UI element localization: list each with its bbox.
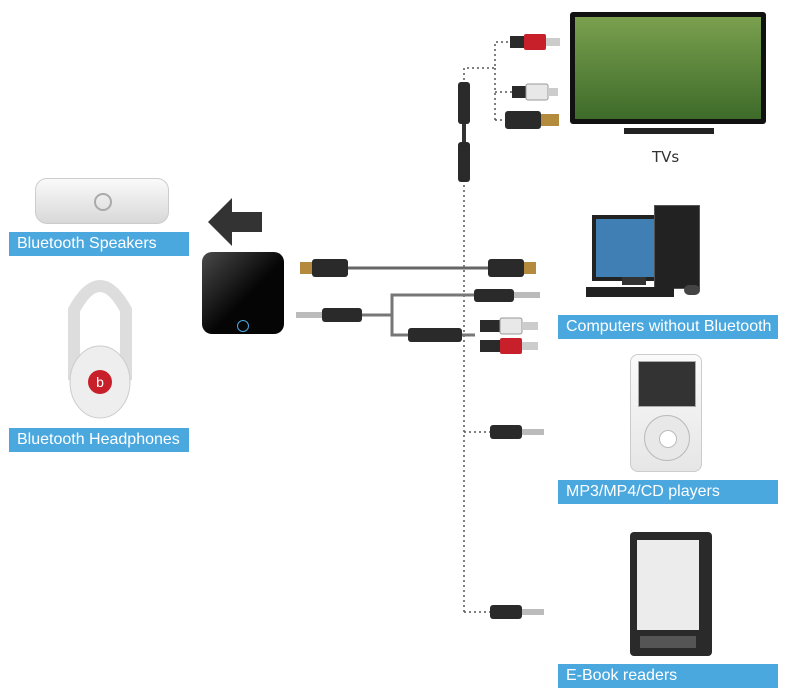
tv-stand <box>624 128 714 134</box>
speaker-button-icon <box>94 193 112 211</box>
svg-text:b: b <box>96 374 104 390</box>
ebook-reader-image <box>630 532 712 656</box>
tv-screen <box>575 17 761 119</box>
tv-aux-plug <box>458 82 470 182</box>
click-wheel <box>644 415 690 461</box>
bluetooth-speaker-image <box>35 178 169 224</box>
tvs-caption: TVs <box>652 148 680 166</box>
bluetooth-headphones-image: b <box>60 270 140 420</box>
mp3-aux-plug <box>490 425 544 439</box>
beats-logo-icon <box>88 370 112 394</box>
bluetooth-headphones-label: Bluetooth Headphones <box>9 428 189 452</box>
aux-plug-right <box>474 289 540 302</box>
optical-plug-right <box>488 259 536 277</box>
left-arrow-icon <box>208 198 262 246</box>
tv-rca-red <box>510 34 560 50</box>
dotted-tv <box>463 41 510 180</box>
aux-plug-left <box>296 308 362 322</box>
power-icon <box>237 320 249 332</box>
mp3-player-image <box>630 354 702 472</box>
bluetooth-transmitter-image <box>202 252 284 334</box>
optical-plug-left <box>300 259 348 277</box>
tv-image <box>570 12 766 124</box>
mp3-label: MP3/MP4/CD players <box>558 480 778 504</box>
tv-rca-white <box>512 83 558 101</box>
ebook-label: E-Book readers <box>558 664 778 688</box>
ebook-aux-plug <box>490 605 544 619</box>
tv-optical-plug <box>505 111 559 129</box>
rca-plugs <box>480 317 538 354</box>
computers-label: Computers without Bluetooth <box>558 315 778 339</box>
bluetooth-speakers-label: Bluetooth Speakers <box>9 232 189 256</box>
computer-image <box>584 205 714 305</box>
aux-cable <box>360 293 480 317</box>
